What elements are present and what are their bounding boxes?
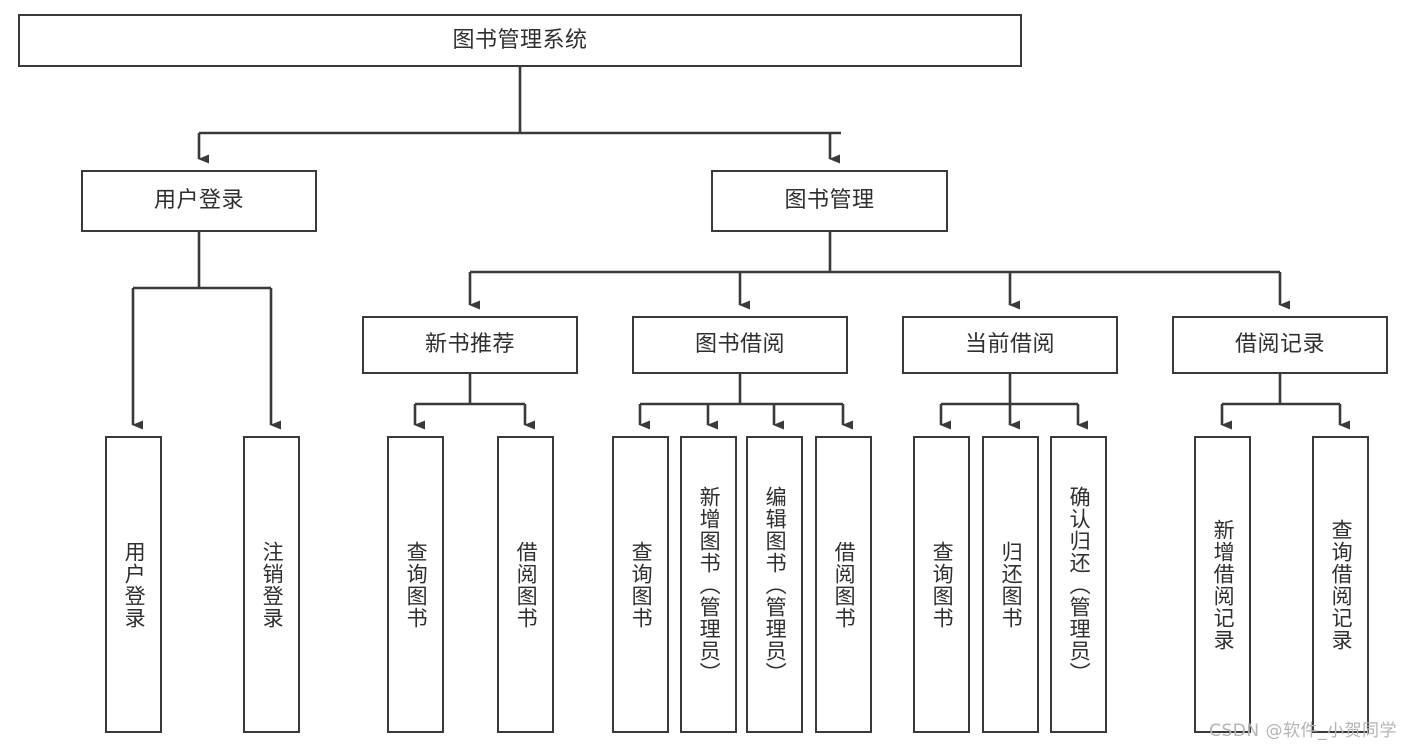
node-leaf-add-book-label: 新增图书（管理员） [697,485,722,684]
node-leaf-query-book-2-label: 查询图书 [629,540,654,629]
node-current-borrow[interactable]: 当前借阅 [902,316,1118,374]
node-user-login[interactable]: 用户登录 [81,170,317,232]
node-book-borrow[interactable]: 图书借阅 [632,316,848,374]
node-leaf-logout-label: 注销登录 [260,540,285,629]
node-leaf-query-record[interactable]: 查询借阅记录 [1312,436,1369,733]
watermark-text: CSDN @软件_小贺同学 [1209,721,1397,741]
node-leaf-query-book-2[interactable]: 查询图书 [612,436,669,733]
node-borrow-record-label: 借阅记录 [1234,332,1325,358]
node-leaf-query-book-1[interactable]: 查询图书 [387,436,444,733]
node-book-manage[interactable]: 图书管理 [711,170,948,232]
node-leaf-add-record-label: 新增借阅记录 [1211,518,1236,651]
node-leaf-query-book-1-label: 查询图书 [404,540,429,629]
node-leaf-return-book[interactable]: 归还图书 [982,436,1039,733]
node-leaf-user-login[interactable]: 用户登录 [105,436,162,733]
node-root-label: 图书管理系统 [452,27,588,53]
node-leaf-add-record[interactable]: 新增借阅记录 [1194,436,1251,733]
node-leaf-confirm-return-label: 确认归还（管理员） [1067,485,1092,684]
node-leaf-logout[interactable]: 注销登录 [243,436,300,733]
node-new-book-rec[interactable]: 新书推荐 [362,316,578,374]
node-leaf-add-book[interactable]: 新增图书（管理员） [680,436,737,733]
node-leaf-query-book-3-label: 查询图书 [930,540,955,629]
node-leaf-query-book-3[interactable]: 查询图书 [913,436,970,733]
node-leaf-borrow-book-1[interactable]: 借阅图书 [497,436,554,733]
node-current-borrow-label: 当前借阅 [964,332,1055,358]
node-book-borrow-label: 图书借阅 [694,332,785,358]
node-leaf-borrow-book-2[interactable]: 借阅图书 [815,436,872,733]
node-leaf-edit-book[interactable]: 编辑图书（管理员） [746,436,803,733]
node-leaf-confirm-return[interactable]: 确认归还（管理员） [1050,436,1107,733]
node-root[interactable]: 图书管理系统 [18,14,1022,67]
node-leaf-return-book-label: 归还图书 [999,540,1024,629]
node-leaf-borrow-book-1-label: 借阅图书 [514,540,539,629]
node-leaf-user-login-label: 用户登录 [122,540,147,629]
node-leaf-query-record-label: 查询借阅记录 [1329,518,1354,651]
node-borrow-record[interactable]: 借阅记录 [1172,316,1388,374]
node-leaf-borrow-book-2-label: 借阅图书 [832,540,857,629]
node-new-book-rec-label: 新书推荐 [424,332,515,358]
node-user-login-label: 用户登录 [153,188,244,214]
node-book-manage-label: 图书管理 [784,188,875,214]
node-leaf-edit-book-label: 编辑图书（管理员） [763,485,788,684]
